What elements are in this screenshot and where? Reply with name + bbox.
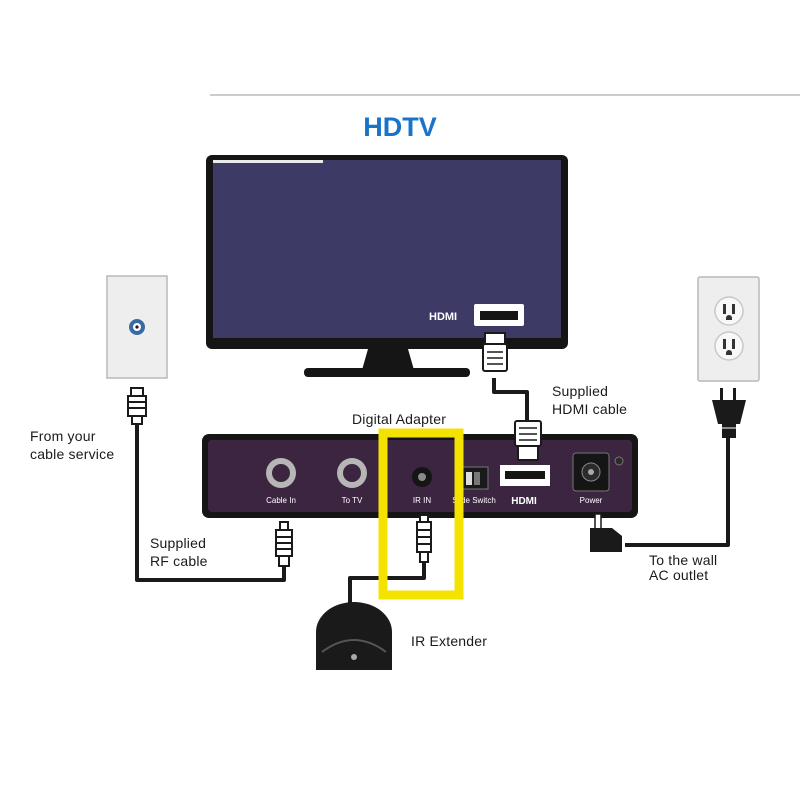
hdmi-connector-icon [482,332,508,372]
ir-in-highlight-box [378,428,464,600]
hdtv-title: HDTV [363,112,437,142]
tv-hdmi-port-slot [480,311,518,320]
power-cable [625,438,730,547]
to-tv-label: To TV [342,496,363,505]
adapter-hdmi-label: HDMI [511,496,537,507]
hdtv: HDMI [206,155,568,377]
ir-extender-label: IR Extender [411,633,487,649]
hdmi-cable [492,378,529,420]
ir-extender-icon [316,602,392,670]
tv-stand-neck [362,349,414,370]
power-label: Power [580,496,603,505]
ir-in-highlight [378,428,464,600]
digital-adapter: Cable In To TV IR IN Slide Switch HDMI P… [202,434,638,518]
hdmi-connector-icon [514,420,542,461]
tv-stand-base [304,368,470,377]
ac-plug-icon [712,388,746,438]
digital-adapter-label: Digital Adapter [352,411,446,427]
ir-in-label: IR IN [413,496,431,505]
tv-hdmi-label: HDMI [429,311,457,323]
wall-outlet-label-line2: AC outlet [649,567,708,583]
tv-screen-glare [213,160,323,163]
power-indicator [614,456,624,466]
coax-wall-plate-icon [106,275,168,379]
cables [135,378,730,615]
rf-cable-label-line1: Supplied [150,535,206,551]
cable-service-label-line1: From your [30,428,96,444]
coax-connector-icon [275,521,293,567]
rf-cable [135,425,286,582]
rf-cable-label-line2: RF cable [150,553,208,569]
slide-switch-label: Slide Switch [452,496,496,505]
ac-outlet-icon [697,276,760,382]
hdmi-cable-label-line1: Supplied [552,383,608,399]
wall-outlet-label-line1: To the wall [649,552,717,568]
hdmi-cable-label-line2: HDMI cable [552,401,627,417]
power-connector-icon [590,513,622,552]
coax-connector-icon [127,387,147,425]
ir-connector-icon [416,514,432,563]
cable-service-label-line2: cable service [30,446,114,462]
cable-in-label: Cable In [266,496,296,505]
